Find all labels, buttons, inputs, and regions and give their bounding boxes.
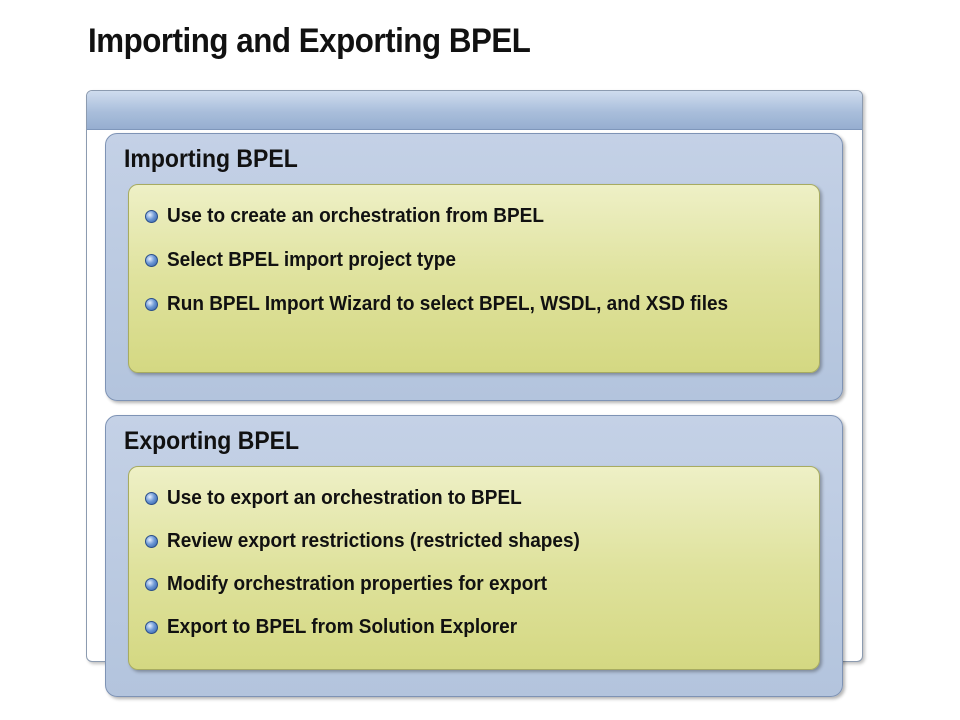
bullet-text: Export to BPEL from Solution Explorer xyxy=(167,616,518,638)
blue-sphere-bullet-icon xyxy=(145,535,158,548)
blue-sphere-bullet-icon xyxy=(145,254,158,267)
list-item: Review export restrictions (restricted s… xyxy=(145,528,819,554)
importing-section-title: Importing BPEL xyxy=(124,145,298,173)
importing-bullet-list: Use to create an orchestration from BPEL… xyxy=(129,185,819,317)
list-item: Run BPEL Import Wizard to select BPEL, W… xyxy=(145,291,819,317)
exporting-bullet-box: Use to export an orchestration to BPEL R… xyxy=(128,466,820,670)
bullet-text: Review export restrictions (restricted s… xyxy=(167,530,580,552)
exporting-section-title: Exporting BPEL xyxy=(124,427,300,455)
list-item: Modify orchestration properties for expo… xyxy=(145,571,819,597)
blue-sphere-bullet-icon xyxy=(145,578,158,591)
list-item: Select BPEL import project type xyxy=(145,247,819,273)
list-item: Use to create an orchestration from BPEL xyxy=(145,203,819,229)
list-item: Export to BPEL from Solution Explorer xyxy=(145,614,819,640)
blue-sphere-bullet-icon xyxy=(145,621,158,634)
bullet-text: Use to export an orchestration to BPEL xyxy=(167,487,522,509)
blue-sphere-bullet-icon xyxy=(145,492,158,505)
blue-sphere-bullet-icon xyxy=(145,298,158,311)
outer-panel-header-bar xyxy=(87,91,862,130)
exporting-bullet-list: Use to export an orchestration to BPEL R… xyxy=(129,467,819,640)
bullet-text: Run BPEL Import Wizard to select BPEL, W… xyxy=(167,293,729,315)
list-item: Use to export an orchestration to BPEL xyxy=(145,485,819,511)
bullet-text: Use to create an orchestration from BPEL xyxy=(167,205,544,227)
bullet-text: Select BPEL import project type xyxy=(167,249,456,271)
slide-title: Importing and Exporting BPEL xyxy=(88,22,531,60)
exporting-section: Exporting BPEL Use to export an orchestr… xyxy=(105,415,843,697)
bullet-text: Modify orchestration properties for expo… xyxy=(167,573,548,595)
importing-section: Importing BPEL Use to create an orchestr… xyxy=(105,133,843,401)
blue-sphere-bullet-icon xyxy=(145,210,158,223)
importing-bullet-box: Use to create an orchestration from BPEL… xyxy=(128,184,820,373)
